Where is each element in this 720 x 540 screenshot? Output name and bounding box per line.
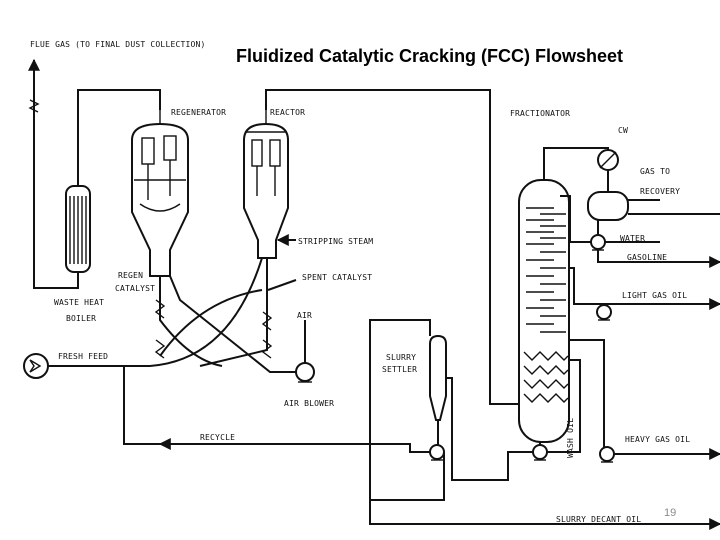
overhead-drum [587,191,629,221]
air-blower [295,362,315,383]
label-spent-catalyst: SPENT CATALYST [302,273,372,282]
pump-light-gas-oil [596,304,612,321]
label-water: WATER [620,234,645,243]
slide-title: Fluidized Catalytic Cracking (FCC) Flows… [236,46,624,66]
label-fractionator: FRACTIONATOR [510,109,570,118]
reactor-vessel [243,110,289,259]
label-regenerator: REGENERATOR [171,108,226,117]
condenser [597,149,619,171]
label-recycle: RECYCLE [200,433,235,442]
slurry-settler [429,334,447,421]
label-gasoline: GASOLINE [627,253,667,262]
label-air-blower: AIR BLOWER [284,399,334,408]
label-cw: CW [618,126,628,135]
label-air: AIR [297,311,312,320]
label-wash-oil: WASH OIL [566,418,575,458]
label-boiler: BOILER [66,314,96,323]
waste-heat-boiler [65,172,91,282]
label-regen: REGEN [118,271,143,280]
label-flue-gas: FLUE GAS (TO FINAL DUST COLLECTION) [30,40,206,49]
pump-reflux [590,234,606,251]
label-regen-catalyst: CATALYST [115,284,155,293]
label-recovery: RECOVERY [640,187,680,196]
label-fresh-feed: FRESH FEED [58,352,108,361]
label-heavy-gas-oil: HEAVY GAS OIL [625,435,690,444]
label-gas-to: GAS TO [640,167,670,176]
label-waste-heat: WASTE HEAT [54,298,104,307]
label-stripping-steam: STRIPPING STEAM [298,237,373,246]
page-number: 19 [664,507,677,519]
pump-heavy-gas-oil [599,446,615,463]
label-slurry-decant-oil: SLURRY DECANT OIL [556,515,641,524]
pump-slurry [429,444,445,461]
piping [23,58,720,530]
fractionator-column [518,160,570,443]
pump-bottoms [532,444,548,461]
label-light-gas-oil: LIGHT GAS OIL [622,291,687,300]
label-reactor: REACTOR [270,108,305,117]
regenerator-vessel [131,110,189,277]
label-slurry: SLURRY [386,353,416,362]
label-settler: SETTLER [382,365,417,374]
